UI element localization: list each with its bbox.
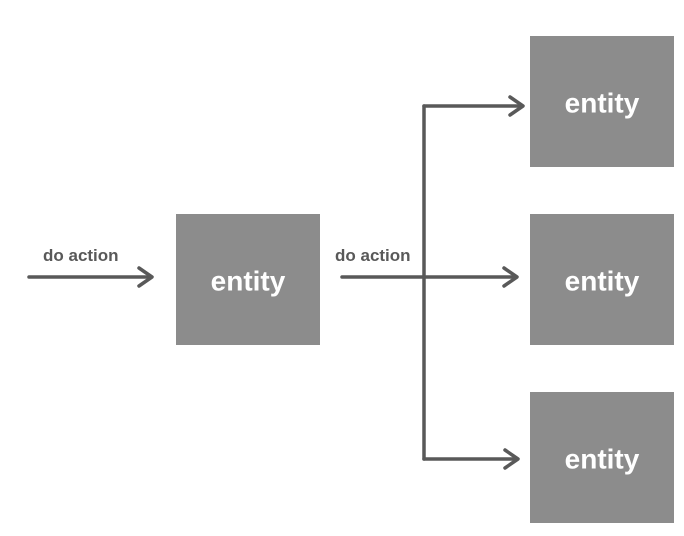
branch-arrow-bottom [422,448,520,470]
input-arrow [27,266,154,288]
target-entity-label: entity [565,265,640,296]
branch-action-label: do action [335,246,411,265]
branch-arrow-top [422,95,525,117]
target-entity-box [530,214,674,345]
source-entity-label: entity [211,265,286,296]
branch-arrow-middle [422,266,519,288]
target-entity-2: entity [530,214,674,345]
target-entity-3: entity [530,392,674,523]
source-entity: entity [176,214,320,345]
branch-connector [340,104,426,461]
target-entity-box [530,392,674,523]
target-entity-label: entity [565,87,640,118]
target-entity-box [530,36,674,167]
input-action-label: do action [43,246,119,265]
target-entity-label: entity [565,443,640,474]
source-entity-box [176,214,320,345]
target-entity-1: entity [530,36,674,167]
